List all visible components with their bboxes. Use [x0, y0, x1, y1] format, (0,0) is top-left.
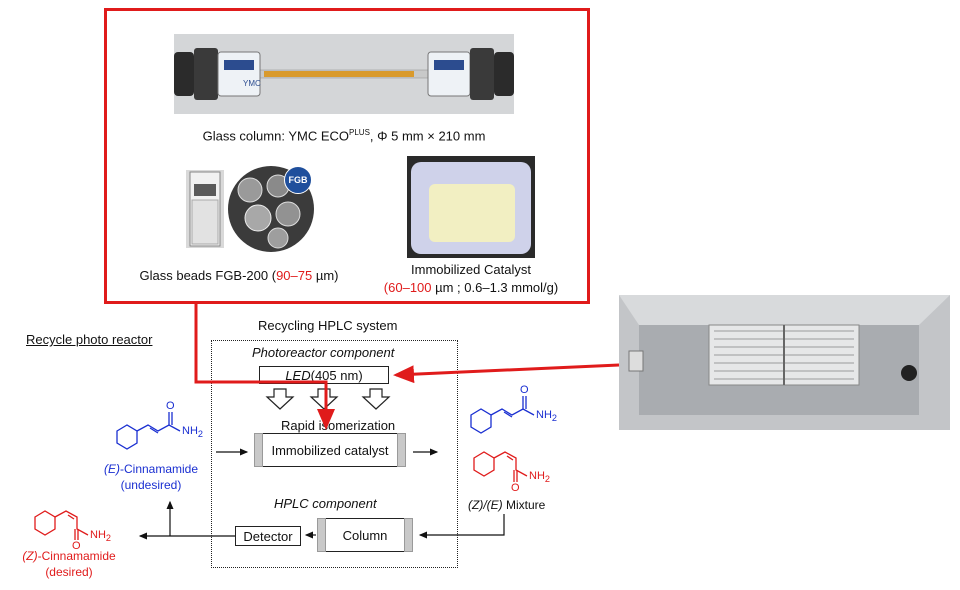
glass-beads-caption: Glass beads FGB-200 (90–75 µm) — [139, 268, 339, 283]
e-cinnamamide-structure-right — [470, 396, 535, 434]
z-cinnamamide-structure-left — [34, 510, 89, 540]
catalyst-caption-line2: (60–100 µm ; 0.6–1.3 mmol/g) — [383, 280, 559, 295]
e-cinnamamide-note: (undesired) — [120, 478, 182, 492]
z-cinnamamide-note: (desired) — [45, 565, 93, 579]
hplc-component-label: HPLC component — [274, 496, 377, 511]
materials-frame — [104, 8, 590, 304]
fgb-badge: FGB — [284, 166, 312, 194]
e-left-oxygen: O — [166, 400, 175, 412]
e-right-nh2: NH2 — [536, 409, 557, 424]
catalyst-caption-line1: Immobilized Catalyst — [411, 262, 531, 277]
e-cinnamamide-name: (E)-Cinnamamide — [103, 462, 199, 476]
photoreactor-component-label: Photoreactor component — [252, 345, 395, 360]
led-light-arrows — [265, 388, 391, 410]
rapid-isomerization-label: Rapid isomerization — [281, 418, 396, 433]
z-cinnamamide-name: (Z)-Cinnamamide — [22, 549, 116, 563]
z-left-oxygen: O — [72, 540, 81, 552]
immobilized-catalyst-photo — [407, 156, 535, 258]
mixture-label: (Z)/(E) Mixture — [468, 498, 546, 512]
z-left-nh2: NH2 — [90, 529, 111, 544]
e-right-oxygen: O — [520, 384, 529, 396]
immobilized-catalyst-column: Immobilized catalyst — [254, 433, 406, 467]
glass-column-photo: YMC — [174, 34, 514, 114]
reactor-photo — [619, 295, 950, 430]
hplc-column: Column — [317, 518, 413, 552]
recycle-photo-reactor-label: Recycle photo reactor — [26, 332, 153, 347]
glass-beads-vial-photo — [186, 170, 224, 248]
mixture-return-arrow — [418, 514, 505, 539]
z-right-oxygen: O — [511, 482, 520, 494]
recycling-hplc-system-label: Recycling HPLC system — [258, 318, 398, 333]
z-right-nh2: NH2 — [529, 470, 550, 485]
recycling-hplc-frame — [211, 340, 458, 568]
glass-column-caption: Glass column: YMC ECOPLUS, Φ 5 mm × 210 … — [202, 128, 486, 144]
e-cinnamamide-structure-left — [116, 412, 181, 450]
z-cinnamamide-structure-right — [473, 451, 528, 482]
detector-box: Detector — [235, 526, 301, 546]
reactor-link-arrow — [393, 363, 620, 384]
catalyst-link-arrow — [194, 304, 335, 430]
e-left-nh2: NH2 — [182, 425, 203, 440]
glass-column-drawing: YMC — [174, 34, 514, 114]
ymc-label: YMC — [243, 79, 261, 88]
